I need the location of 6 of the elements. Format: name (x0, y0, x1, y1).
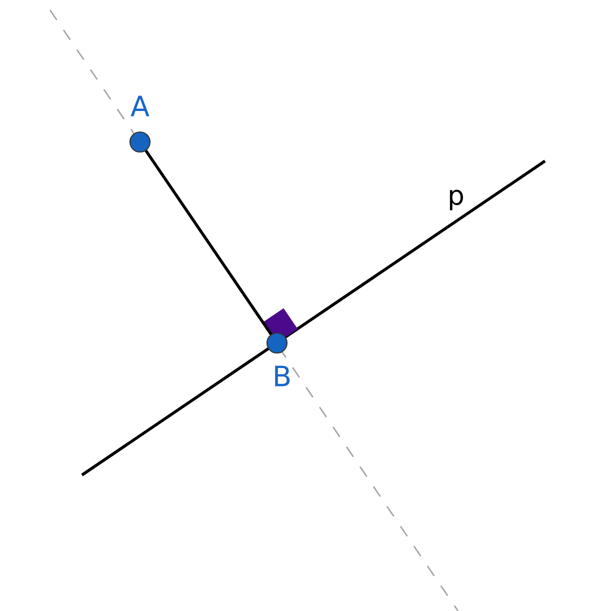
segment (144, 150, 272, 336)
point (266, 332, 288, 354)
point-label: B (275, 366, 290, 386)
point (129, 131, 151, 153)
line-label: p (450, 190, 463, 210)
point-label: A (130, 96, 150, 116)
